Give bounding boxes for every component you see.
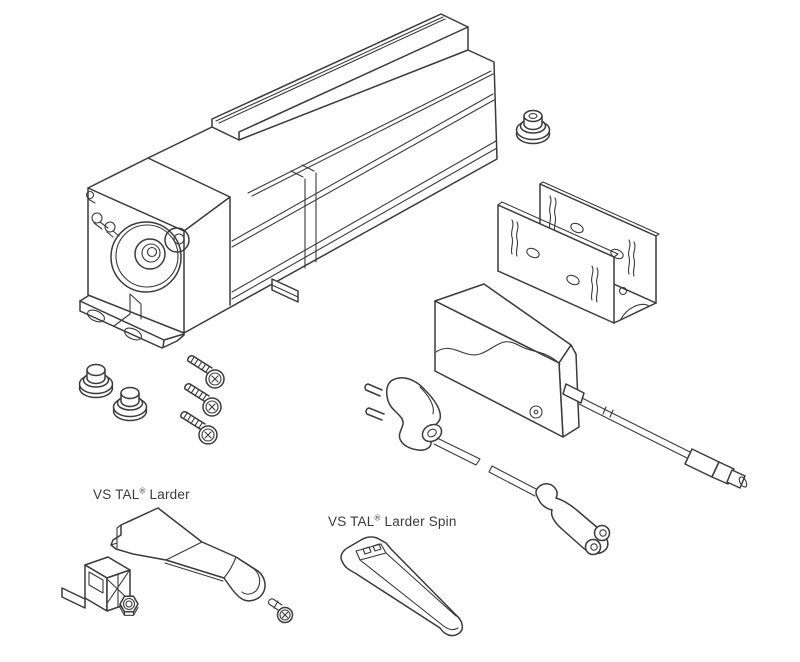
adapter-label-wave	[435, 341, 561, 365]
larder-spin-bracket	[340, 536, 464, 637]
label-larder: VS TAL® Larder	[93, 487, 190, 502]
adjustment-pins	[85, 190, 120, 238]
label-larder-spin-brand: VS TAL	[328, 514, 375, 529]
output-shaft-boss	[110, 221, 182, 293]
label-larder-suffix: Larder	[145, 487, 190, 502]
mains-cord-europlug	[364, 377, 443, 451]
body-clip-tab	[271, 278, 299, 303]
short-screw	[268, 598, 294, 624]
larder-bracket	[110, 507, 266, 602]
registered-trademark-symbol: ®	[139, 486, 146, 496]
linear-drive-unit-drawing	[79, 13, 498, 349]
drive-unit-silhouette	[87, 13, 498, 334]
label-larder-spin-suffix: Larder Spin	[380, 514, 457, 529]
strain-relief	[562, 383, 585, 404]
mains-cable	[433, 437, 539, 497]
mounting-foot	[79, 295, 185, 349]
hex-nut	[119, 595, 139, 616]
mains-cord-c7-connector	[535, 483, 611, 556]
label-larder-spin: VS TAL® Larder Spin	[328, 514, 457, 529]
wall-mounting-bracket	[497, 181, 660, 324]
round-mounting-grommet-top	[515, 109, 551, 145]
rubber-grommets	[78, 363, 148, 422]
registered-trademark-symbol: ®	[374, 513, 381, 523]
mounting-screws	[180, 355, 225, 445]
power-adapter	[434, 283, 585, 438]
label-larder-brand: VS TAL	[93, 487, 140, 502]
corner-bushing	[164, 227, 190, 253]
dc-cable-with-plug	[578, 397, 748, 489]
